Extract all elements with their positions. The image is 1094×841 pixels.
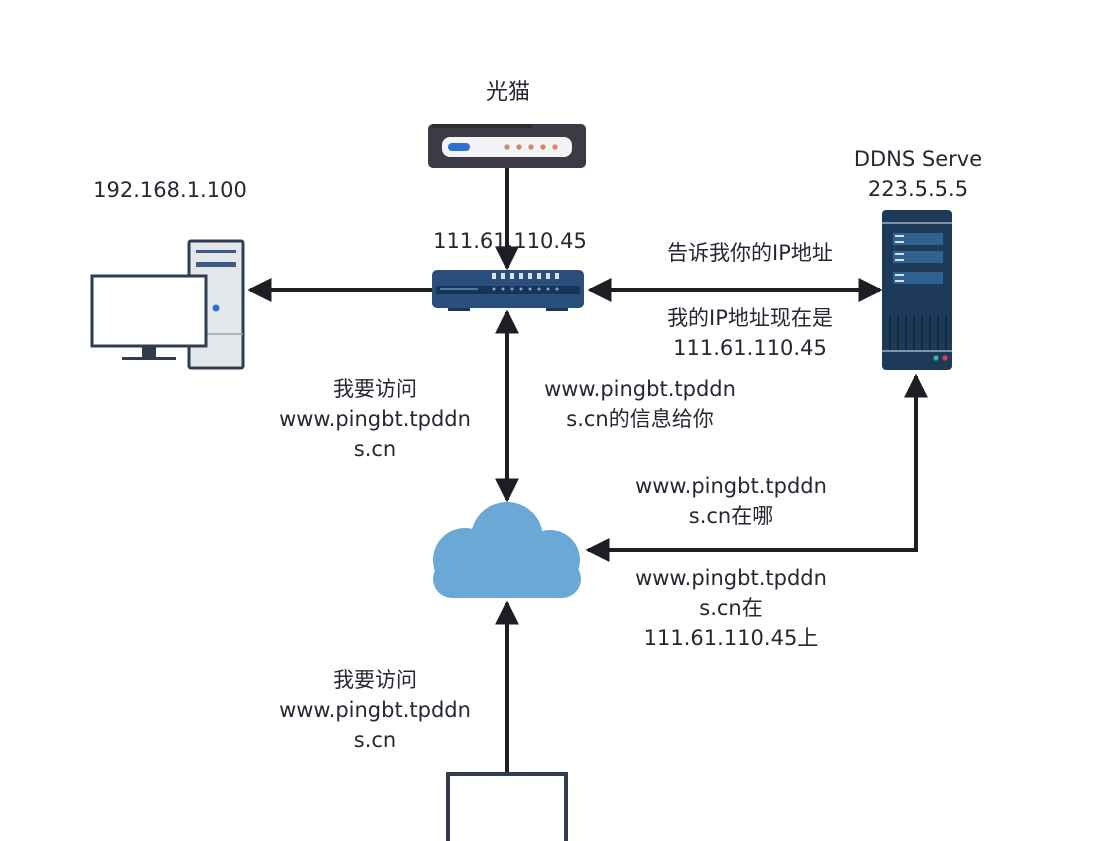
edge-label-client-request: 我要访问 www.pingbt.tpddn s.cn bbox=[250, 665, 500, 755]
edge-label-line: 我的IP地址现在是 bbox=[667, 306, 833, 330]
ddns-ip: 223.5.5.5 bbox=[867, 177, 969, 201]
edge-label-line: s.cn的信息给你 bbox=[566, 407, 714, 431]
edge-label-line: 我要访问 bbox=[333, 668, 417, 692]
edge-label-location-answer: www.pingbt.tpddn s.cn在 111.61.110.45上 bbox=[606, 563, 856, 653]
edge-label-ask-ip: 告诉我你的IP地址 bbox=[667, 241, 833, 265]
edge-label-line: 我要访问 bbox=[333, 377, 417, 401]
edge-label-line: s.cn在哪 bbox=[688, 504, 774, 528]
remote-client-icon[interactable] bbox=[446, 772, 568, 841]
modem-label: 光猫 bbox=[485, 80, 530, 105]
edge-label-line: s.cn在 bbox=[699, 596, 763, 620]
edge-label-line: s.cn bbox=[353, 437, 397, 461]
edge-label-line: www.pingbt.tpddn bbox=[544, 377, 736, 401]
ddns-server-icon[interactable] bbox=[882, 210, 952, 370]
edge-label-info-right: www.pingbt.tpddn s.cn的信息给你 bbox=[515, 374, 765, 434]
router-ip-label: 111.61.110.45 bbox=[433, 229, 587, 253]
edge-label-where-query: www.pingbt.tpddn s.cn在哪 bbox=[606, 471, 856, 531]
edge-label-line: www.pingbt.tpddn bbox=[635, 474, 827, 498]
internet-cloud-icon[interactable] bbox=[433, 502, 581, 598]
edge-label-report-ip: 我的IP地址现在是 111.61.110.45 bbox=[630, 303, 870, 363]
connections bbox=[247, 168, 928, 772]
pc-ip-label: 192.168.1.100 bbox=[93, 178, 247, 202]
edge-label-line: 111.61.110.45上 bbox=[643, 626, 819, 650]
edge-ddns-cloud bbox=[585, 373, 928, 562]
ddns-label: DDNS Serve 223.5.5.5 bbox=[838, 144, 998, 204]
edge-label-line: s.cn bbox=[353, 728, 397, 752]
ddns-name: DDNS Serve bbox=[853, 147, 983, 171]
router-icon[interactable] bbox=[432, 270, 584, 311]
modem-icon[interactable] bbox=[428, 124, 586, 168]
edge-label-line: www.pingbt.tpddn bbox=[635, 566, 827, 590]
edge-label-request-left: 我要访问 www.pingbt.tpddn s.cn bbox=[250, 374, 500, 464]
edge-label-line: www.pingbt.tpddn bbox=[279, 698, 471, 722]
edge-label-line: www.pingbt.tpddn bbox=[279, 407, 471, 431]
edge-label-line: 111.61.110.45 bbox=[673, 336, 827, 360]
pc-icon[interactable] bbox=[90, 239, 245, 370]
